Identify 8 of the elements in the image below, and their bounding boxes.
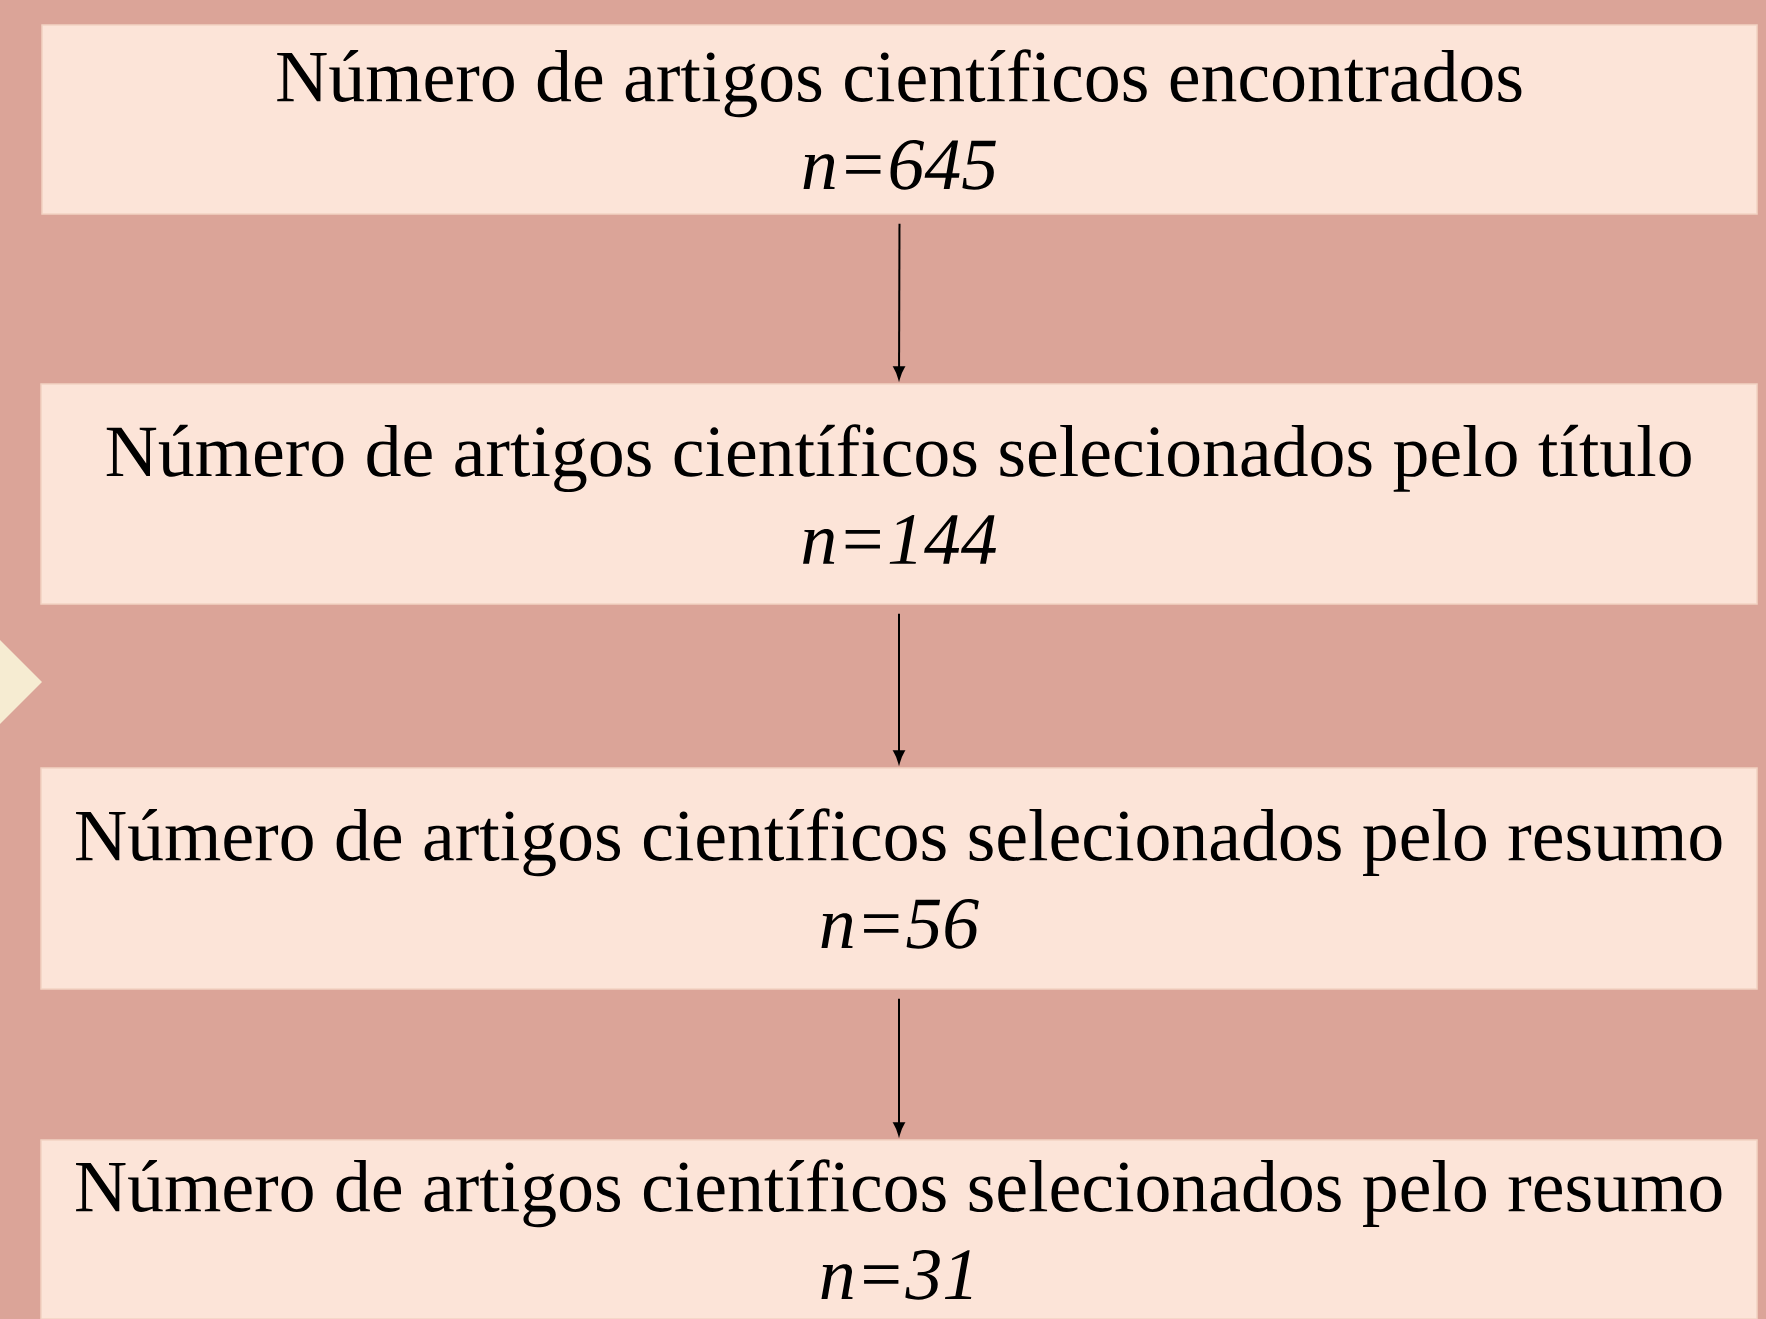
- process-box: Número de artigos científicos encontrados n=645: [41, 24, 1758, 215]
- arrow: [893, 222, 905, 380]
- process-box: Número de artigos científicos selecionados pelo resumo n=31: [40, 1139, 1758, 1319]
- triangle-shape: [0, 640, 42, 724]
- arrow: [893, 612, 905, 764]
- arrow: [893, 997, 905, 1136]
- process-box: Número de artigos científicos selecionados pelo título n=144: [40, 383, 1758, 605]
- process-box: Número de artigos científicos selecionados pelo resumo n=56: [40, 767, 1758, 990]
